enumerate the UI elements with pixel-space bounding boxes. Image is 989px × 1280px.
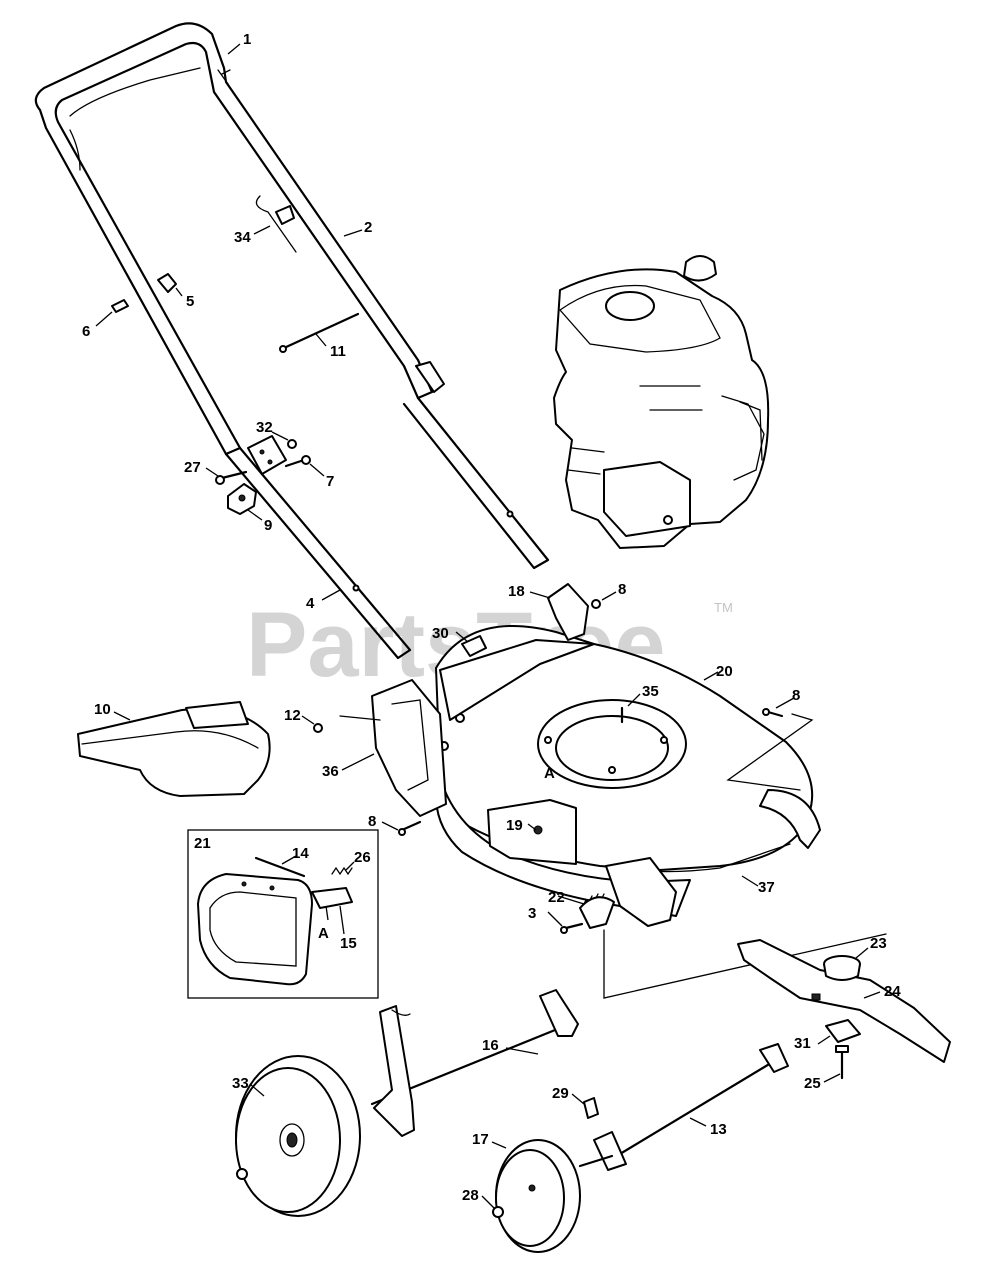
hinge-rod-14[interactable] xyxy=(254,856,306,878)
callout-2: 2 xyxy=(364,219,372,236)
callout-10: 10 xyxy=(94,701,111,718)
lower-handle[interactable] xyxy=(224,396,550,660)
knob-30[interactable] xyxy=(461,635,487,657)
callout-18: 18 xyxy=(508,583,525,600)
front-axle[interactable] xyxy=(578,1043,789,1171)
blade-bolt[interactable] xyxy=(835,1045,849,1080)
front-wheel[interactable] xyxy=(495,1139,581,1253)
callout-20: 20 xyxy=(716,663,733,680)
rear-axle[interactable] xyxy=(370,989,579,1137)
callout-36: 36 xyxy=(322,763,339,780)
callout-28: 28 xyxy=(462,1187,479,1204)
callout-1: 1 xyxy=(243,31,251,48)
blade-bolt-plate[interactable] xyxy=(825,1019,861,1043)
callout-33: 33 xyxy=(232,1075,249,1092)
rear-discharge-door[interactable] xyxy=(77,701,271,797)
handle-bracket-rear[interactable] xyxy=(547,583,589,641)
callout-8-right: 8 xyxy=(792,687,800,704)
callout-A-deck: A xyxy=(544,765,555,782)
height-lever[interactable] xyxy=(583,1097,599,1119)
callout-11: 11 xyxy=(330,343,346,360)
callout-25: 25 xyxy=(804,1075,821,1092)
rear-wheel[interactable] xyxy=(235,1055,361,1217)
spring-26[interactable] xyxy=(331,866,353,876)
rear-discharge-bracket[interactable] xyxy=(371,639,595,817)
callout-7: 7 xyxy=(326,473,334,490)
callout-19: 19 xyxy=(506,817,523,834)
nut-12[interactable] xyxy=(313,723,323,733)
mower-deck[interactable] xyxy=(435,625,821,917)
callout-31: 31 xyxy=(794,1035,811,1052)
callout-13: 13 xyxy=(710,1121,727,1138)
carriage-bolt[interactable] xyxy=(215,470,248,485)
bolt-8-right[interactable] xyxy=(762,708,784,718)
callout-35: 35 xyxy=(642,683,659,700)
callout-32: 32 xyxy=(256,419,273,436)
watermark-tm: TM xyxy=(714,600,733,615)
callout-16: 16 xyxy=(482,1037,499,1054)
callout-26: 26 xyxy=(354,849,371,866)
callout-4: 4 xyxy=(306,595,315,612)
callout-30: 30 xyxy=(432,625,449,642)
handle-bolt-upper xyxy=(217,69,231,85)
hex-nut-small[interactable] xyxy=(287,439,297,449)
bolt-3[interactable] xyxy=(560,922,584,934)
callout-A-kit: A xyxy=(318,925,329,942)
callout-23: 23 xyxy=(870,935,887,952)
callout-21: 21 xyxy=(194,835,211,852)
callout-8-lower: 8 xyxy=(368,813,376,830)
callout-24: 24 xyxy=(884,983,901,1000)
blade-adapter[interactable] xyxy=(823,955,861,981)
handle-lock[interactable] xyxy=(415,361,445,393)
handle-bolt[interactable] xyxy=(284,455,311,468)
callout-29: 29 xyxy=(552,1085,569,1102)
cable-retainer[interactable] xyxy=(111,299,129,313)
leader-lines xyxy=(95,43,881,1209)
callout-22: 22 xyxy=(548,889,565,906)
cable-clip[interactable] xyxy=(157,273,177,293)
wing-knob[interactable] xyxy=(227,483,257,515)
callout-37: 37 xyxy=(758,879,775,896)
callout-14: 14 xyxy=(292,845,309,862)
control-cable[interactable] xyxy=(279,312,360,353)
handle-bracket[interactable] xyxy=(247,435,287,475)
callout-34: 34 xyxy=(234,229,251,246)
plate-15[interactable] xyxy=(311,887,353,909)
callout-6: 6 xyxy=(82,323,90,340)
callout-17: 17 xyxy=(472,1131,489,1148)
callout-27: 27 xyxy=(184,459,201,476)
engine[interactable] xyxy=(553,255,770,549)
height-adjuster[interactable] xyxy=(579,857,677,929)
callout-9: 9 xyxy=(264,517,272,534)
callout-12: 12 xyxy=(284,707,301,724)
callout-8-upper: 8 xyxy=(618,581,626,598)
callout-3: 3 xyxy=(528,905,536,922)
rear-wheel-nut[interactable] xyxy=(236,1168,248,1180)
upper-handle[interactable] xyxy=(34,22,434,456)
mulch-plug[interactable] xyxy=(197,873,313,986)
mower-blade[interactable] xyxy=(737,939,951,1063)
mulch-kit-box xyxy=(187,829,379,999)
bolt-8-upper[interactable] xyxy=(591,599,601,609)
bolt-8-lower[interactable] xyxy=(398,820,422,836)
callout-5: 5 xyxy=(186,293,194,310)
cable-tie[interactable] xyxy=(255,195,297,253)
callout-15: 15 xyxy=(340,935,357,952)
front-wheel-nut[interactable] xyxy=(492,1206,504,1218)
callouts: 1 2 34 5 6 11 32 27 7 9 4 18 8 30 20 10 … xyxy=(82,31,901,1204)
